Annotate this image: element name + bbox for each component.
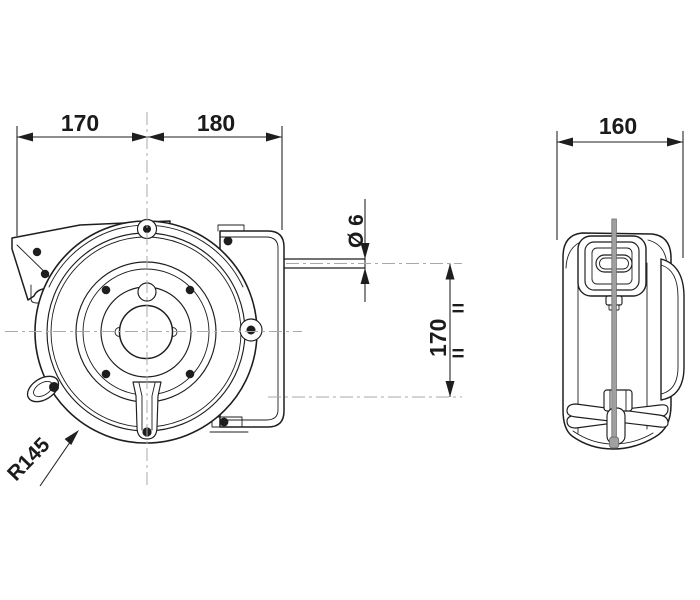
dim-arrow-icon	[132, 132, 148, 142]
cable-stop-bolt	[49, 382, 59, 392]
dim-width-160: 160	[556, 113, 684, 258]
dim-arrow-icon	[360, 268, 370, 284]
dim-diameter-6: Ø 6	[345, 199, 370, 302]
front-view: R145	[3, 218, 366, 487]
equal-mark: =	[452, 341, 465, 366]
dimensions: 170 180 160 Ø 6 = = 170	[5, 110, 684, 487]
dim-arrow-icon	[557, 137, 573, 147]
drum-edge	[660, 258, 685, 401]
radius-label: R145	[3, 433, 55, 485]
screw-dot	[101, 369, 111, 379]
dim-arrow-icon	[445, 263, 455, 280]
centerlines	[5, 112, 462, 487]
dim-height-170: = = 170	[425, 263, 465, 397]
wall-bracket-foot	[30, 284, 53, 304]
screw-dot	[32, 247, 42, 257]
pivot-bolt-center	[143, 225, 151, 233]
arrowhead-icon	[64, 430, 79, 445]
cable-end-tip	[609, 436, 620, 449]
drum-inner-line	[660, 264, 679, 395]
screw-dot	[185, 285, 195, 295]
funnel-inner-lines	[138, 382, 156, 431]
dim-arrow-icon	[148, 132, 164, 142]
dim-arrow-icon	[17, 132, 33, 142]
panel-bottom-tab	[209, 416, 249, 433]
screw-dot	[40, 269, 50, 279]
screw-dot	[219, 417, 229, 427]
dim-arrow-icon	[266, 132, 282, 142]
dim-label-160: 160	[599, 113, 637, 139]
dim-arrow-icon	[360, 243, 370, 259]
equal-mark: =	[452, 296, 465, 321]
dim-label-170: 170	[61, 110, 99, 136]
roller-block-lines	[609, 389, 627, 412]
screw-dot	[101, 285, 111, 295]
hinge-bolt-center	[246, 325, 256, 335]
dim-arrow-icon	[667, 137, 683, 147]
side-view	[562, 218, 685, 450]
dim-label-180: 180	[197, 110, 235, 136]
dim-arrow-icon	[445, 381, 455, 397]
cable-line-vertical	[611, 218, 617, 447]
radius-callout: R145	[3, 430, 79, 487]
dim-label-diameter: Ø 6	[345, 214, 368, 248]
screw-dot	[223, 236, 233, 246]
dim-width-170-180: 170 180	[16, 110, 283, 236]
drum-outline	[660, 258, 685, 401]
back-panel-inner-line	[219, 236, 279, 421]
screw-dot	[185, 369, 195, 379]
cable-line	[283, 258, 366, 269]
panel-top-tab	[217, 224, 245, 232]
cable	[609, 218, 620, 449]
dim-label-height: 170	[425, 319, 451, 357]
